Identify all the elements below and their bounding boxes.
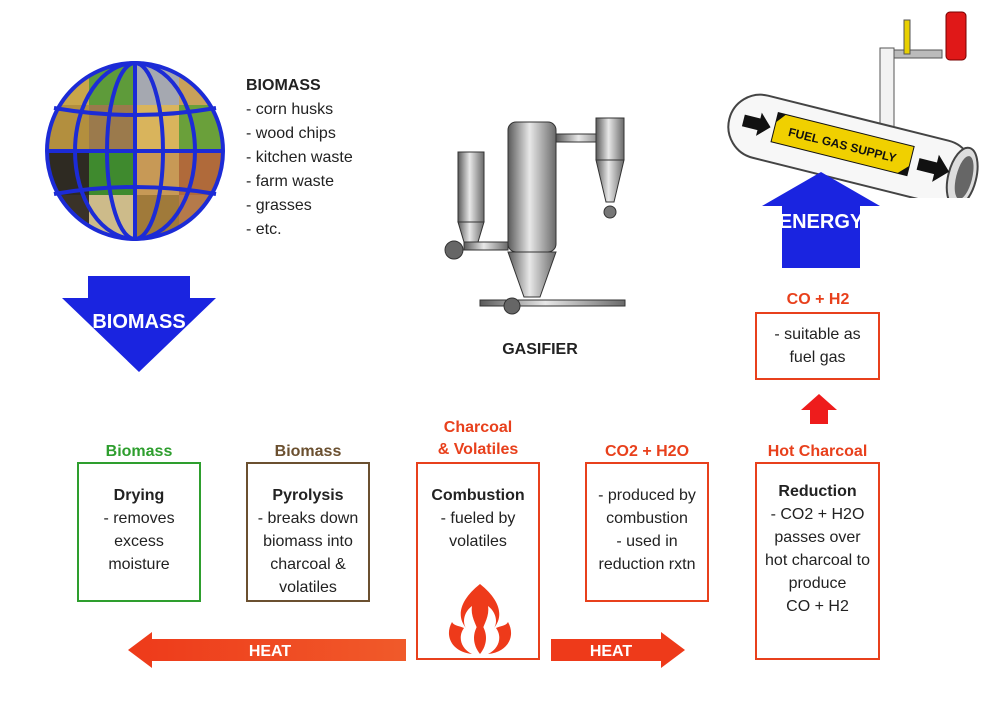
step-line: passes over [774, 529, 861, 546]
biomass-list-heading: BIOMASS [246, 77, 321, 94]
biomass-list-item: - wood chips [246, 125, 336, 142]
step-box-combustion: Combustion - fueled by volatiles [416, 462, 540, 660]
product-line: fuel gas [789, 349, 846, 366]
small-up-arrow [801, 394, 837, 424]
biomass-list-item: - etc. [246, 221, 282, 238]
step-line: produce [788, 575, 847, 592]
gasifier-label: GASIFIER [502, 341, 578, 358]
step-line: - produced by [598, 487, 696, 504]
heat-left-arrow: HEAT [128, 632, 406, 668]
product-line: - suitable as [774, 326, 861, 343]
heat-right-label: HEAT [590, 643, 633, 660]
biomass-arrow-label: BIOMASS [92, 311, 185, 333]
product-label: CO + H2 [786, 291, 850, 308]
step-title: Reduction [778, 483, 857, 500]
step-box-pyrolysis: Pyrolysis - breaks down biomass into cha… [246, 462, 370, 602]
step-title: Drying [113, 487, 165, 504]
step-label-drying: Biomass [105, 443, 173, 460]
biomass-list-item: - corn husks [246, 101, 334, 118]
step-line: - removes [103, 510, 175, 527]
energy-arrow-label: ENERGY [779, 211, 864, 233]
step-line: moisture [108, 556, 170, 573]
step-line: volatiles [449, 533, 507, 550]
heat-right-arrow: HEAT [551, 632, 685, 668]
flame-icon [448, 584, 512, 654]
fuel-gas-pipe-icon: FUEL GAS SUPPLY [727, 11, 979, 198]
step-label-combustion: Charcoal & Volatiles [437, 419, 519, 458]
step-label-reduction: Hot Charcoal [767, 443, 868, 460]
step-line: - breaks down [257, 510, 359, 527]
step-line: hot charcoal to [765, 552, 870, 569]
step-label-oxidation: CO2 + H2O [604, 443, 690, 460]
step-label-pyrolysis: Biomass [274, 443, 342, 460]
step-line: combustion [606, 510, 688, 527]
step-title: Pyrolysis [272, 487, 344, 504]
biomass-list-item: - grasses [246, 197, 312, 214]
step-title: Combustion [431, 487, 525, 504]
product-box: - suitable as fuel gas [755, 312, 880, 380]
step-box-oxidation: - produced by combustion - used in reduc… [585, 462, 709, 602]
step-line: CO + H2 [786, 598, 849, 615]
step-line: volatiles [279, 579, 337, 596]
step-line: excess [114, 533, 164, 550]
step-line: biomass into [263, 533, 353, 550]
step-box-reduction: Reduction - CO2 + H2O passes over hot ch… [755, 462, 880, 660]
gasifier-icon [444, 117, 626, 315]
biomass-list-item: - farm waste [246, 173, 335, 190]
step-line: - used in [616, 533, 678, 550]
step-line: - fueled by [440, 510, 516, 527]
biomass-globe-icon [45, 61, 225, 241]
step-box-drying: Drying - removes excess moisture [77, 462, 201, 602]
step-line: reduction rxtn [598, 556, 696, 573]
heat-left-label: HEAT [249, 643, 292, 660]
energy-up-arrow: ENERGY [762, 172, 880, 268]
step-line: charcoal & [270, 556, 346, 573]
step-line: - CO2 + H2O [770, 506, 865, 523]
biomass-list-item: - kitchen waste [246, 149, 353, 166]
biomass-down-arrow: BIOMASS [62, 276, 216, 372]
biomass-source-list: BIOMASS - corn husks - wood chips - kitc… [246, 74, 353, 242]
